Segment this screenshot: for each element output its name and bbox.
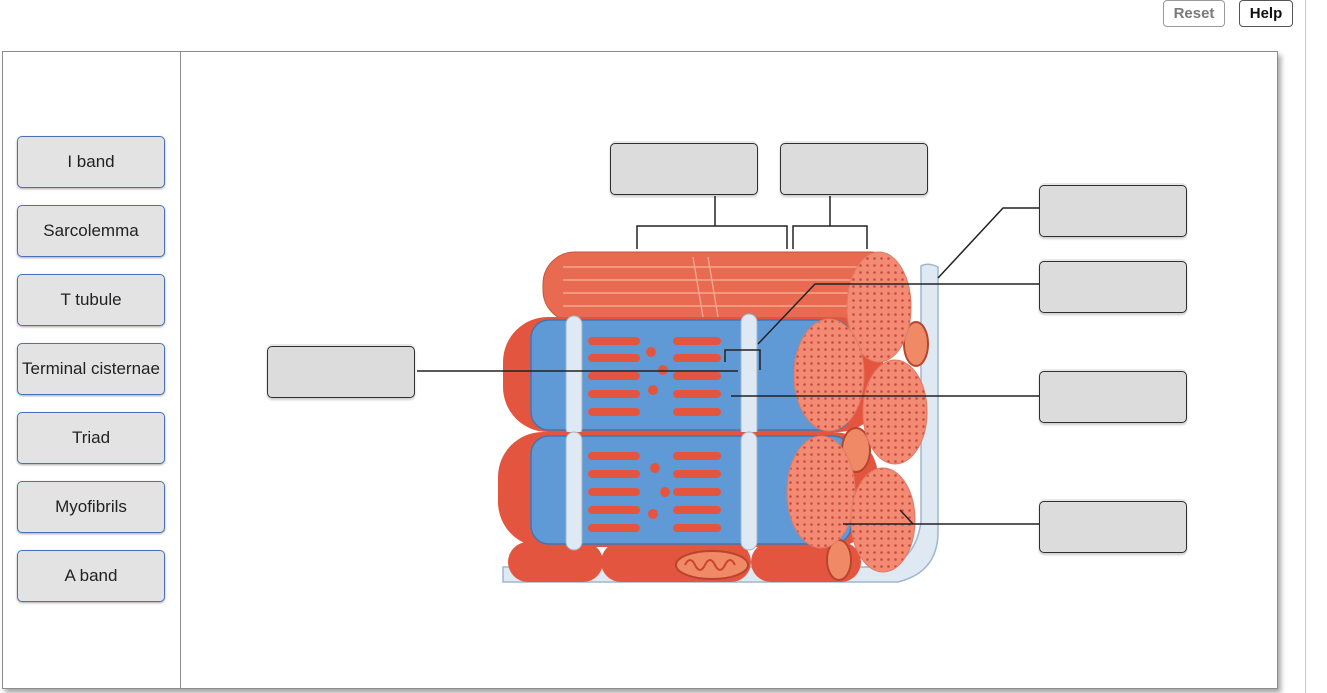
label-chip-t-tubule[interactable]: T tubule: [17, 274, 165, 326]
myofibril-cross-section: [850, 467, 916, 573]
label-chip-terminal-cisternae[interactable]: Terminal cisternae: [17, 343, 165, 395]
labeling-panel: I band Sarcolemma T tubule Terminal cist…: [2, 51, 1278, 689]
drop-target-right-3[interactable]: [1039, 371, 1187, 423]
sarcomere-stripes: [563, 256, 873, 318]
drop-target-right-4[interactable]: [1039, 501, 1187, 553]
drop-target-right-2[interactable]: [1039, 261, 1187, 313]
drop-target-right-1[interactable]: [1039, 185, 1187, 237]
label-chip-sarcolemma[interactable]: Sarcolemma: [17, 205, 165, 257]
label-chip-i-band[interactable]: I band: [17, 136, 165, 188]
drop-target-left[interactable]: [267, 346, 415, 398]
mitochondrion: [826, 321, 929, 581]
reticulum-openings: [588, 337, 721, 416]
t-tubule-ring: [565, 431, 583, 551]
label-chip-triad[interactable]: Triad: [17, 412, 165, 464]
scrollbar-track: [1305, 0, 1306, 693]
t-tubule-ring: [740, 313, 758, 439]
drop-target-band-2[interactable]: [780, 143, 928, 195]
label-chip-myofibrils[interactable]: Myofibrils: [17, 481, 165, 533]
myofibril-bottom: [508, 542, 603, 582]
t-tubule-ring: [565, 315, 583, 437]
t-tubule-ring: [740, 431, 758, 551]
myofibril-cross-section: [786, 435, 856, 549]
myofibril-cross-section: [862, 359, 928, 465]
reticulum-openings: [588, 452, 721, 532]
reset-button[interactable]: Reset: [1163, 0, 1225, 27]
myofibril-cross-section: [793, 318, 865, 432]
drop-target-band-1[interactable]: [610, 143, 758, 195]
mitochondrion: [675, 550, 749, 580]
label-chip-a-band[interactable]: A band: [17, 550, 165, 602]
muscle-fiber-diagram: [417, 196, 1039, 583]
myofibril-cross-section: [846, 251, 912, 363]
leader-lines: [417, 196, 1039, 525]
label-bank: I band Sarcolemma T tubule Terminal cist…: [3, 52, 181, 688]
help-button[interactable]: Help: [1239, 0, 1293, 27]
